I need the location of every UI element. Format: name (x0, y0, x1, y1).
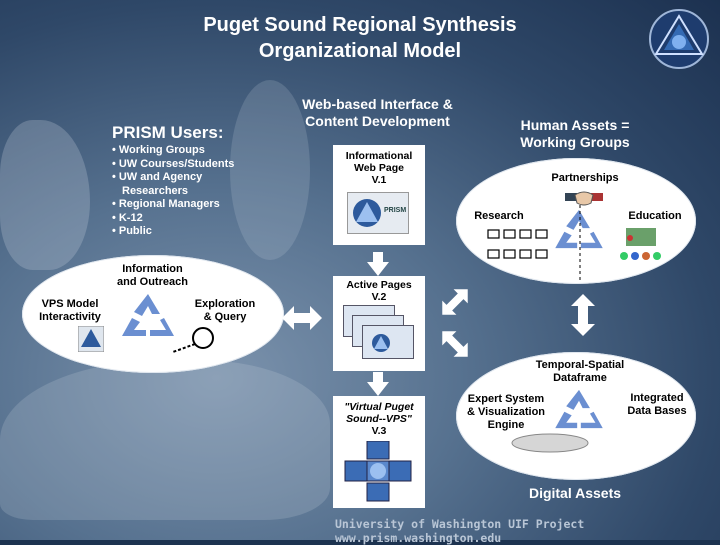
web-interface-heading-line1: Web-based Interface & (302, 96, 453, 112)
land-shape (0, 360, 330, 520)
v2-line1: Active Pages (346, 279, 412, 291)
v2-line2: V.2 (371, 291, 387, 303)
dataframe-label: Temporal-Spatial Dataframe (525, 359, 635, 385)
human-assets-heading-line1: Human Assets = (520, 117, 630, 133)
databases-label-line1: Integrated (630, 392, 684, 404)
land-shape (230, 80, 310, 260)
engine-label-line1: Expert System (467, 393, 545, 405)
prism-logo-icon (78, 326, 104, 352)
outreach-label-line1: Information (122, 263, 183, 275)
double-arrow-icon (442, 289, 468, 315)
outreach-label: Information and Outreach (105, 263, 200, 289)
v1-line3: V.1 (371, 174, 387, 186)
vps-model-label: VPS Model Interactivity (34, 298, 106, 324)
prism-logo-icon (353, 199, 381, 227)
v1-line2: Web Page (354, 162, 404, 174)
v3-line1: "Virtual Puget (344, 401, 414, 413)
vps-model-label-line2: Interactivity (39, 311, 101, 323)
double-arrow-icon (442, 331, 468, 357)
double-arrow-icon (571, 294, 595, 336)
v3-line3: V.3 (371, 425, 387, 437)
recycle-arrows-icon (555, 209, 603, 249)
prism-logo-text: PRISM (384, 207, 407, 214)
recycle-arrows-icon (122, 294, 174, 336)
web-interface-heading: Web-based Interface & Content Developmen… (290, 96, 465, 130)
engine-label: Expert System & Visualization Engine (462, 393, 550, 432)
digital-assets-heading: Digital Assets (528, 485, 622, 501)
v1-line1: Informational (345, 150, 413, 162)
user-item: Public (112, 225, 234, 239)
prism-web-page-thumbnail: PRISM (347, 192, 409, 234)
exploration-label-line2: & Query (203, 311, 247, 323)
partnerships-label: Partnerships (551, 172, 619, 184)
classroom-icon (620, 228, 661, 260)
digital-assets-ellipse (456, 352, 696, 480)
double-arrow-icon (282, 306, 322, 330)
down-arrow-icon (367, 372, 389, 396)
engine-label-line2: & Visualization (466, 406, 546, 418)
vps-cross-graphic (344, 441, 412, 502)
divider-line (579, 205, 581, 283)
prism-logo-icon (372, 334, 390, 352)
user-item: Researchers (122, 184, 189, 197)
vps-model-label-line1: VPS Model (41, 298, 99, 310)
prism-logo-icon (649, 9, 709, 69)
magnifier-icon (172, 327, 214, 353)
research-label: Research (474, 210, 524, 222)
prism-users-heading: PRISM Users: (112, 123, 224, 142)
databases-label: Integrated Data Bases (622, 392, 692, 418)
page-subtitle: Organizational Model (258, 40, 462, 62)
computer-icon (487, 229, 548, 259)
user-item: UW and Agency (112, 171, 234, 185)
recycle-arrows-icon (555, 389, 603, 429)
user-item: Working Groups (112, 144, 234, 158)
web-page-v1-label: Informational Web Page V.1 (333, 150, 425, 186)
engine-label-line3: Engine (487, 419, 525, 431)
database-disk-icon (511, 433, 589, 453)
down-arrow-icon (367, 252, 389, 276)
web-interface-heading-line2: Content Development (305, 113, 450, 129)
land-shape (0, 120, 90, 270)
human-assets-heading-line2: Working Groups (520, 134, 630, 150)
v3-line2: Sound--VPS" (346, 413, 412, 425)
page-title: Puget Sound Regional Synthesis (203, 14, 517, 36)
prism-users-list: Working Groups UW Courses/Students UW an… (112, 144, 235, 239)
databases-label-line2: Data Bases (627, 405, 687, 417)
footer-credit: University of Washington UIF Project www… (335, 517, 585, 545)
exploration-label-line1: Exploration (194, 298, 256, 310)
dataframe-label-line1: Temporal-Spatial (535, 359, 625, 371)
outreach-label-line2: and Outreach (117, 276, 188, 288)
user-item: Regional Managers (112, 198, 234, 212)
user-item: UW Courses/Students (112, 158, 235, 172)
user-item: K-12 (112, 212, 234, 226)
human-assets-heading: Human Assets = Working Groups (505, 117, 645, 151)
handshake-icon (565, 191, 603, 206)
dataframe-label-line2: Dataframe (553, 372, 607, 384)
vps-label: "Virtual Puget Sound--VPS" V.3 (333, 401, 425, 437)
active-pages-label: Active Pages V.2 (333, 279, 425, 303)
education-label: Education (628, 210, 682, 222)
exploration-label: Exploration & Query (185, 298, 265, 324)
